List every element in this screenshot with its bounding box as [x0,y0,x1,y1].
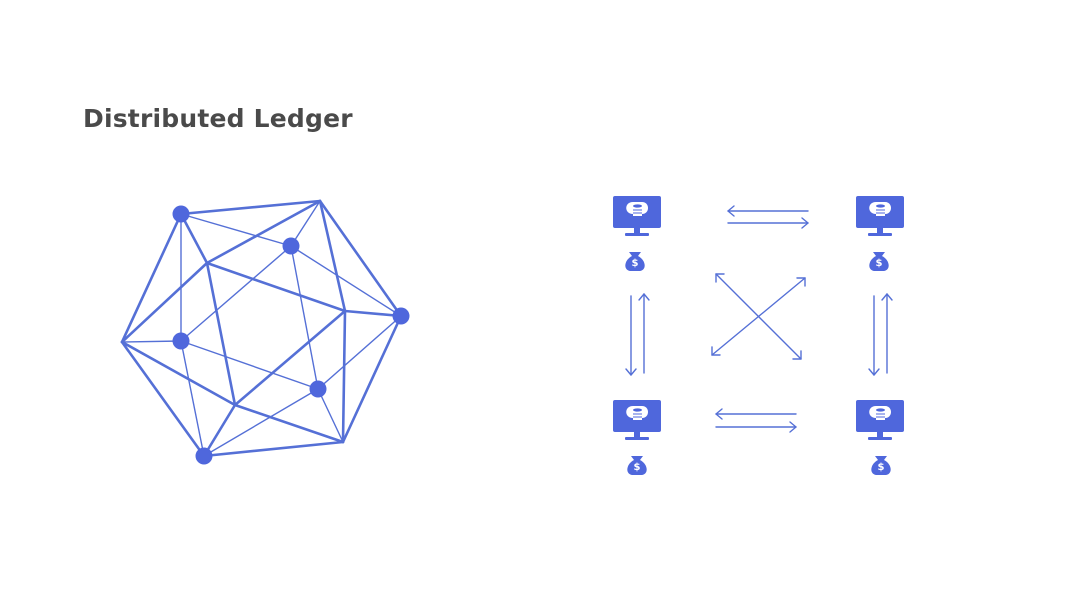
svg-text:$: $ [632,258,639,269]
computer-database-icon [855,399,905,441]
money-bag-icon: $ [625,252,645,271]
svg-text:$: $ [634,462,641,473]
ledger-node-bottom-right: $ [855,399,905,475]
arrow-bottom-pair [715,408,797,433]
money-bag-icon: $ [869,252,889,271]
ledger-node-top-left: $ [612,195,662,271]
computer-database-icon [855,195,905,237]
svg-text:$: $ [878,462,885,473]
page-title: Distributed Ledger [83,104,353,133]
svg-text:$: $ [876,258,883,269]
money-bag-icon: $ [871,456,891,475]
arrow-left-pair [625,293,650,376]
ledger-node-top-right: $ [855,195,905,271]
computer-database-icon [612,399,662,441]
arrow-right-pair [868,293,893,376]
computer-database-icon [612,195,662,237]
icosahedron-network-icon [120,199,410,465]
arrow-top-pair [727,205,809,229]
ledger-node-bottom-left: $ [612,399,662,475]
arrow-diagonal-2 [711,277,806,356]
money-bag-icon: $ [627,456,647,475]
